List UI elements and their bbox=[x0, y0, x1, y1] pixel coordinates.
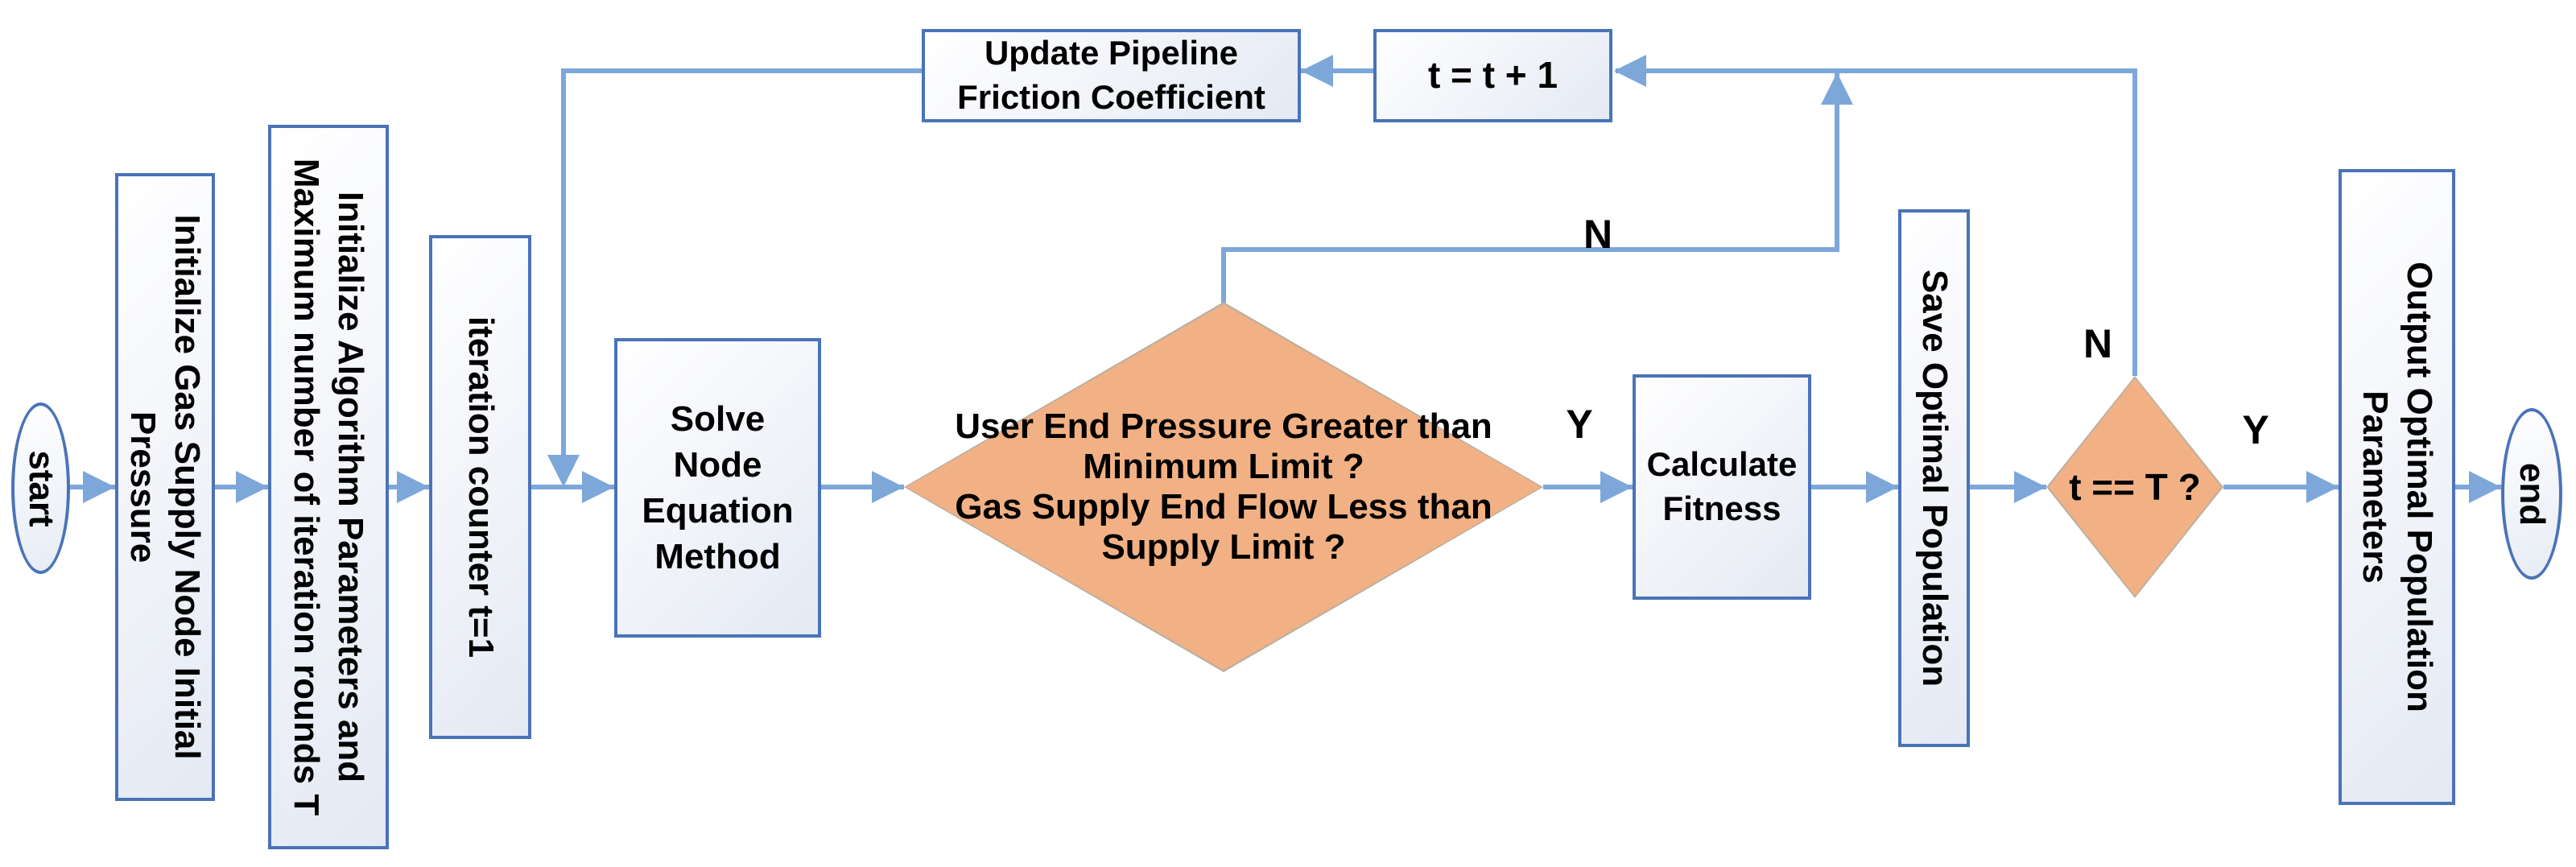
node-calc-fitness-line2: Fitness bbox=[1662, 489, 1781, 527]
node-calc-fitness: Calculate Fitness bbox=[1633, 374, 1811, 600]
node-feasibility-line4: Supply Limit ? bbox=[1101, 527, 1346, 567]
node-end: end bbox=[2501, 408, 2562, 580]
node-solve-line3: Equation bbox=[642, 491, 794, 531]
node-increment-t-label: t = t + 1 bbox=[1377, 32, 1609, 119]
node-feasibility-line3: Gas Supply End Flow Less than bbox=[955, 487, 1492, 526]
label-feasibility-no: N bbox=[1583, 212, 1613, 257]
label-iteration-no: N bbox=[2083, 321, 2113, 366]
arrowhead-into-init-params bbox=[236, 471, 268, 503]
node-update-friction-line2: Friction Coefficient bbox=[957, 78, 1265, 116]
node-increment-t-text: t = t + 1 bbox=[1427, 54, 1558, 97]
node-output-params-label: Output Optimal Population Parameters bbox=[2353, 262, 2442, 712]
node-calc-fitness-line1: Calculate bbox=[1646, 445, 1798, 484]
node-iteration-check: t == T ? bbox=[2046, 376, 2223, 598]
node-solve-line1: Solve bbox=[670, 398, 766, 439]
node-init-params-line2: Maximum number of iteration rounds T bbox=[287, 158, 326, 816]
node-feasibility-line1: User End Pressure Greater than bbox=[955, 407, 1492, 446]
node-save-population: Save Optimal Population bbox=[1898, 209, 1970, 747]
node-increment-t: t = t + 1 bbox=[1373, 29, 1612, 122]
node-solve: Solve Node Equation Method bbox=[614, 338, 821, 638]
edge-solve-to-feasibility bbox=[821, 485, 904, 489]
edge-save-to-iteration-check bbox=[1970, 485, 2046, 489]
arrowhead-into-end bbox=[2469, 471, 2501, 503]
arrowhead-into-init-pressure bbox=[83, 471, 115, 503]
node-init-params-label: Initialize Algorithm Parameters and Maxi… bbox=[284, 159, 373, 816]
arrowhead-into-increment-t bbox=[1614, 55, 1646, 87]
arrowhead-into-update-friction bbox=[1301, 55, 1333, 87]
label-iteration-yes: Y bbox=[2242, 407, 2269, 452]
node-init-pressure-label: Initialize Gas Supply Node Initial Press… bbox=[121, 214, 209, 759]
node-end-label: end bbox=[2512, 462, 2552, 526]
node-calc-fitness-label: Calculate Fitness bbox=[1636, 378, 1808, 597]
edge-increment-to-update bbox=[1301, 68, 1373, 73]
node-iteration-check-label: t == T ? bbox=[2046, 376, 2223, 598]
edge-feasibility-no-up bbox=[1221, 250, 1226, 306]
arrowhead-loop-junction bbox=[547, 455, 580, 487]
node-feasibility-check: User End Pressure Greater than Minimum L… bbox=[904, 302, 1543, 672]
node-init-pressure-line1: Initialize Gas Supply Node Initial bbox=[167, 214, 207, 760]
node-output-params-line1: Output Optimal Population bbox=[2399, 262, 2439, 712]
edge-iteration-no-horizontal bbox=[1616, 68, 2137, 73]
arrowhead-into-iter-counter bbox=[397, 471, 429, 503]
node-save-population-label: Save Optimal Population bbox=[1914, 269, 1955, 687]
arrowhead-into-calc-fitness bbox=[1600, 471, 1633, 503]
edge-feasibility-yes bbox=[1543, 485, 1633, 489]
node-update-friction: Update Pipeline Friction Coefficient bbox=[922, 29, 1301, 122]
node-update-friction-line1: Update Pipeline bbox=[984, 34, 1239, 72]
node-iteration-check-text: t == T ? bbox=[2069, 466, 2201, 508]
edge-feasibility-no-horizontal bbox=[1221, 247, 1839, 252]
arrowhead-into-solve bbox=[582, 471, 614, 503]
node-init-pressure: Initialize Gas Supply Node Initial Press… bbox=[115, 173, 215, 801]
edge-iteration-no-vertical bbox=[2132, 71, 2137, 376]
label-feasibility-yes: Y bbox=[1566, 402, 1593, 447]
node-output-params: Output Optimal Population Parameters bbox=[2339, 169, 2455, 805]
node-solve-line2: Node bbox=[673, 444, 762, 485]
node-solve-label: Solve Node Equation Method bbox=[617, 341, 818, 634]
node-feasibility-check-label: User End Pressure Greater than Minimum L… bbox=[904, 302, 1543, 672]
edge-iteration-yes bbox=[2223, 485, 2339, 489]
node-start: start bbox=[11, 403, 70, 574]
node-start-label: start bbox=[21, 449, 61, 527]
node-init-params-line1: Initialize Algorithm Parameters and bbox=[331, 191, 370, 783]
node-init-pressure-line2: Pressure bbox=[123, 411, 163, 564]
arrowhead-feasibility-no-merge bbox=[1821, 72, 1853, 105]
edge-feasibility-no-vertical bbox=[1835, 73, 1839, 252]
edge-calc-to-save bbox=[1811, 485, 1898, 489]
node-feasibility-line2: Minimum Limit ? bbox=[1083, 447, 1364, 486]
node-init-params: Initialize Algorithm Parameters and Maxi… bbox=[268, 125, 389, 849]
edge-update-loop-vertical bbox=[561, 71, 566, 463]
arrowhead-into-feasibility bbox=[872, 471, 904, 503]
node-solve-line4: Method bbox=[654, 537, 781, 577]
node-update-friction-label: Update Pipeline Friction Coefficient bbox=[925, 32, 1298, 119]
edge-iter-counter-to-solve bbox=[531, 485, 614, 489]
arrowhead-into-output bbox=[2306, 471, 2339, 503]
node-output-params-line2: Parameters bbox=[2355, 390, 2395, 584]
node-iter-counter: iteration counter t=1 bbox=[429, 235, 531, 739]
arrowhead-into-save bbox=[1866, 471, 1898, 503]
edge-update-loop-horizontal bbox=[561, 68, 922, 73]
arrowhead-into-iteration-check bbox=[2014, 471, 2046, 503]
node-iter-counter-label: iteration counter t=1 bbox=[460, 316, 501, 659]
